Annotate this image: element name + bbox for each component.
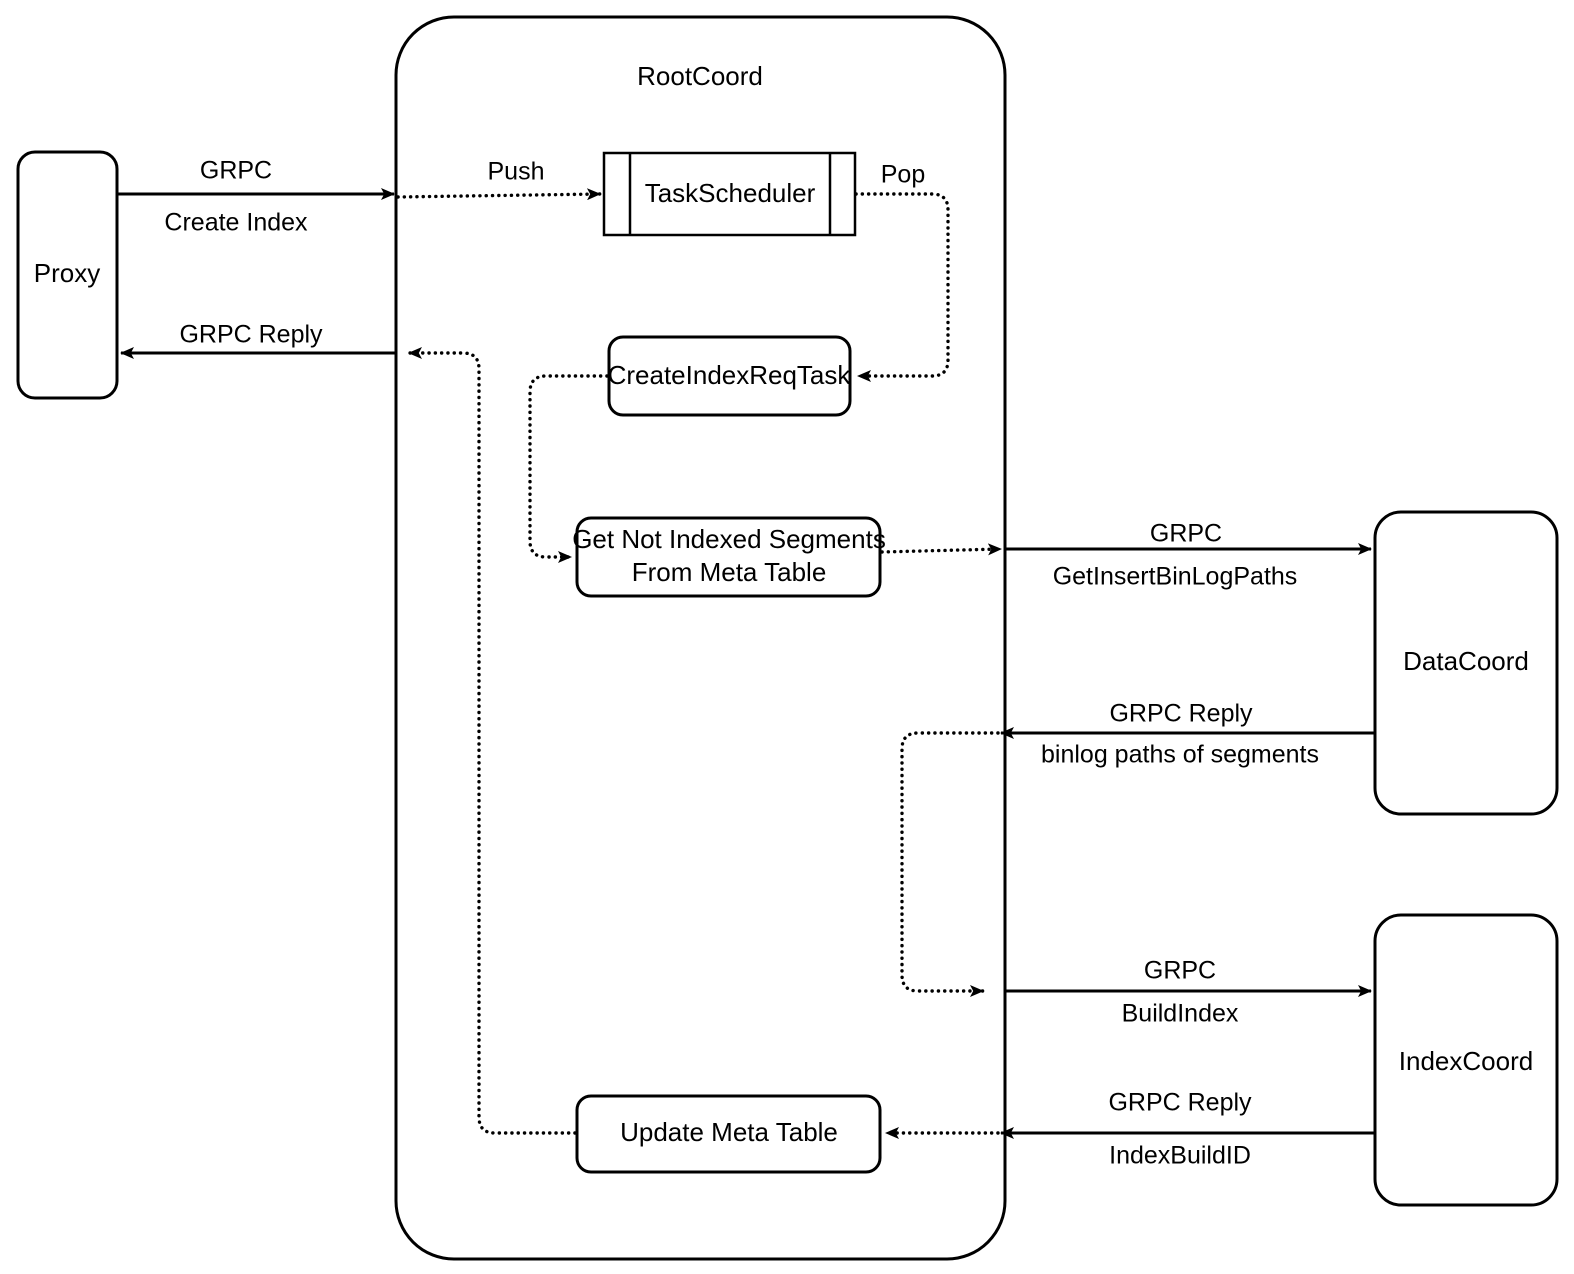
- node-label-task-scheduler: TaskScheduler: [645, 178, 816, 208]
- node-get-not-indexed-segments[interactable]: [575, 516, 882, 598]
- container-label-rootcoord: RootCoord: [637, 61, 763, 91]
- edge-label-grpc-reply-datacoord-bottom: binlog paths of segments: [1041, 741, 1319, 769]
- edge-label-grpc-reply-proxy: GRPC Reply: [179, 321, 323, 349]
- edge-label-grpc-buildindex-bottom: BuildIndex: [1122, 1000, 1239, 1028]
- node-datacoord[interactable]: [1373, 510, 1559, 816]
- node-proxy[interactable]: [16, 150, 119, 400]
- node-create-index-req-task[interactable]: [607, 335, 852, 417]
- node-update-meta-table[interactable]: [575, 1094, 882, 1174]
- node-label-get-not-indexed-segments-line2: From Meta Table: [632, 557, 827, 587]
- edge-label-pop: Pop: [881, 161, 925, 189]
- edge-label-grpc-reply-datacoord-top: GRPC Reply: [1109, 700, 1253, 728]
- node-label-indexcoord: IndexCoord: [1399, 1046, 1533, 1076]
- edge-label-grpc-reply-indexcoord-top: GRPC Reply: [1108, 1089, 1252, 1117]
- node-task-scheduler[interactable]: [602, 151, 857, 237]
- node-indexcoord[interactable]: [1373, 913, 1559, 1207]
- edge-update-meta-to-proxy-reply: [407, 347, 577, 1135]
- edge-datacoord-reply: [900, 727, 1375, 997]
- node-label-update-meta-table: Update Meta Table: [620, 1117, 838, 1147]
- edge-pop-from-scheduler: [854, 192, 950, 382]
- edge-label-grpc-getinsertbinlogpaths-top: GRPC: [1150, 520, 1222, 548]
- node-label-create-index-req-task: CreateIndexReqTask: [608, 360, 852, 390]
- node-label-proxy: Proxy: [34, 258, 100, 288]
- edge-label-grpc-create-index-bottom: Create Index: [164, 209, 308, 237]
- container-rootcoord: [394, 15, 1007, 1261]
- edge-label-push: Push: [488, 158, 545, 186]
- edge-push-to-scheduler: [396, 188, 602, 201]
- node-label-datacoord: DataCoord: [1403, 646, 1529, 676]
- edge-label-grpc-getinsertbinlogpaths-bottom: GetInsertBinLogPaths: [1053, 563, 1298, 591]
- node-label-get-not-indexed-segments-line1: Get Not Indexed Segments: [572, 524, 886, 554]
- edge-label-grpc-create-index-top: GRPC: [200, 157, 272, 185]
- edge-label-grpc-buildindex-top: GRPC: [1144, 957, 1216, 985]
- edge-label-grpc-reply-indexcoord-bottom: IndexBuildID: [1109, 1142, 1251, 1170]
- edge-segments-to-datacoord: [880, 543, 1372, 556]
